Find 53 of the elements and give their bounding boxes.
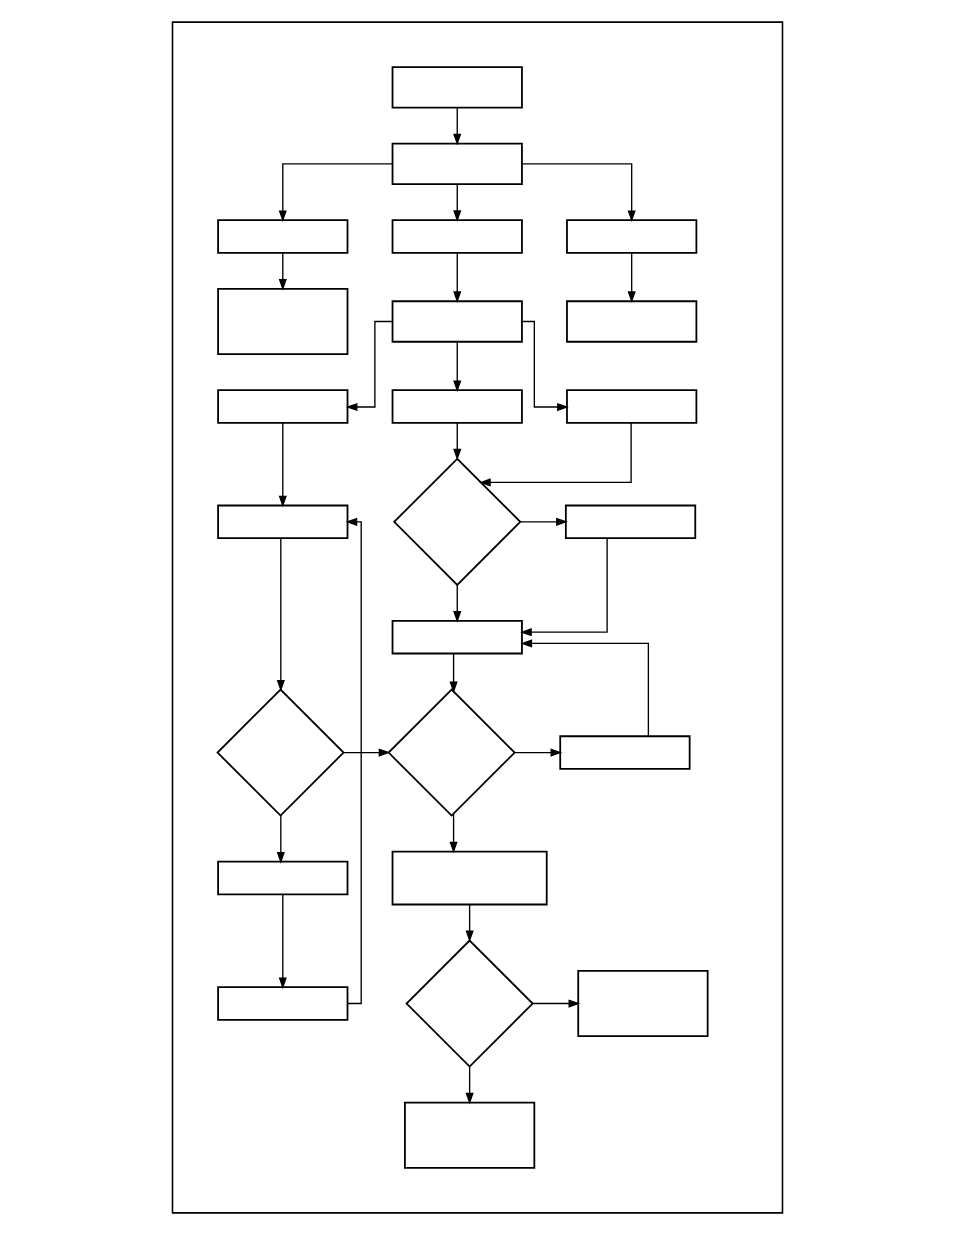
node-diamond: [404, 939, 534, 1068]
node-box: [216, 287, 348, 356]
arrow: [519, 639, 649, 737]
node-box: [216, 389, 348, 424]
node-box: [391, 66, 523, 109]
node-box: [565, 219, 697, 254]
arrow: [345, 320, 393, 412]
arrow: [278, 252, 287, 291]
arrow: [519, 517, 568, 526]
arrow: [452, 252, 461, 303]
node-diamond: [392, 457, 522, 587]
node-box: [391, 850, 548, 906]
arrow: [276, 814, 285, 864]
arrow: [448, 653, 458, 694]
arrow: [452, 341, 461, 393]
arrow: [465, 1066, 474, 1105]
arrow: [531, 999, 580, 1008]
node-box: [576, 970, 709, 1038]
arrow: [521, 163, 636, 223]
arrow: [519, 537, 608, 637]
arrow: [278, 893, 287, 990]
node-box: [558, 735, 691, 770]
arrow: [465, 904, 474, 943]
node-box: [216, 219, 348, 254]
node-box: [216, 504, 348, 540]
node-box: [403, 1101, 535, 1169]
cluster: [171, 21, 783, 1214]
node-box: [391, 142, 523, 186]
node-box: [391, 300, 523, 343]
arrow: [276, 537, 285, 692]
arrow: [278, 422, 287, 508]
arrow: [521, 320, 569, 412]
arrow: [452, 584, 461, 623]
arrow: [478, 422, 632, 487]
node-box: [216, 860, 348, 896]
arrow: [448, 813, 458, 854]
arrow: [513, 748, 562, 757]
node-diamond: [215, 688, 345, 817]
node-box: [565, 300, 697, 343]
node-box: [216, 986, 348, 1021]
node-box: [565, 389, 697, 424]
node-box: [391, 620, 523, 655]
arrow: [452, 422, 461, 461]
node-diamond: [386, 688, 516, 817]
arrow: [627, 252, 636, 303]
arrow: [278, 163, 393, 223]
arrow: [345, 517, 362, 1005]
node-box: [391, 389, 523, 424]
arrow: [342, 748, 390, 757]
arrow: [452, 107, 461, 146]
node-box: [564, 504, 696, 540]
arrow: [452, 183, 461, 223]
node-box: [391, 219, 523, 254]
